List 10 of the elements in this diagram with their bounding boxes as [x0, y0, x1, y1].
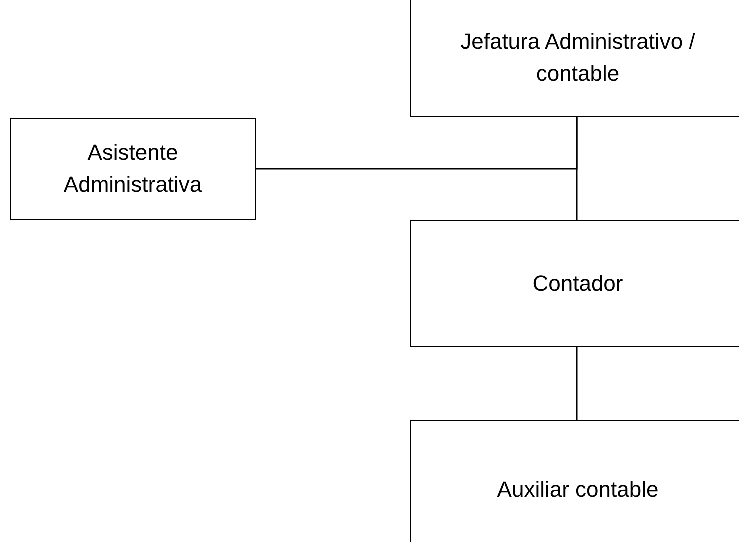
role-title: Contador [532, 270, 624, 298]
role-box [10, 118, 256, 220]
role-title: Asistente Administrativa [62, 139, 204, 199]
role-box [410, 220, 739, 347]
connector-line [256, 117, 578, 170]
role-box [410, 0, 739, 117]
connector-line [576, 347, 578, 420]
role-box [410, 420, 739, 542]
role-title: Auxiliar contable [497, 476, 659, 504]
role-title: Jefatura Administrativo / contable [460, 28, 696, 88]
